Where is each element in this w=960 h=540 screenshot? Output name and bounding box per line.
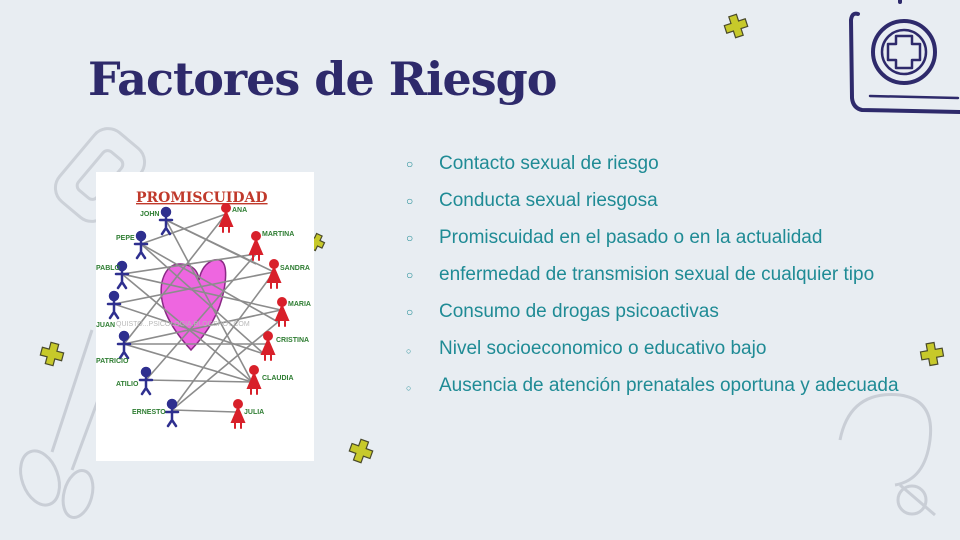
figure-claudia [246, 365, 262, 395]
figure-patricio [116, 330, 132, 360]
name-label: PEPE [116, 235, 135, 242]
list-item: ○ enfermedad de transmision sexual de cu… [406, 263, 936, 287]
medical-plus-icon [39, 13, 945, 464]
bullet-text: enfermedad de transmision sexual de cual… [439, 264, 875, 285]
bullet-marker: ○ [406, 194, 414, 208]
name-label: MARIA [288, 301, 311, 308]
list-item: ○ Nivel socioeconomico o educativo bajo [406, 337, 936, 361]
figure-ana [218, 203, 234, 233]
figure-martina [248, 231, 264, 261]
name-label: JUAN [96, 322, 115, 329]
figure-john [158, 206, 174, 236]
bullet-text: Contacto sexual de riesgo [439, 153, 659, 174]
name-label: CLAUDIA [262, 375, 294, 382]
list-item: ○ Consumo de drogas psicoactivas [406, 300, 936, 324]
name-label: JOHN [140, 211, 159, 218]
watermark: QUISTO...PSICOLOGIA.BLOGSPOT.COM [116, 321, 250, 328]
name-label: SANDRA [280, 265, 310, 272]
figure-ernesto [164, 398, 180, 428]
illustration-heading: PROMISCUIDAD [136, 190, 268, 206]
stethoscope-icon [838, 393, 936, 517]
figure-maria [274, 297, 290, 327]
figure-sandra [266, 259, 282, 289]
figure-cristina [260, 331, 276, 361]
bullet-marker: ○ [406, 231, 414, 245]
bullet-text: Promiscuidad en el pasado o en la actual… [439, 227, 823, 248]
promiscuity-illustration: PROMISCUIDAD [96, 172, 314, 461]
name-label: CRISTINA [276, 337, 309, 344]
name-label: PABLO [96, 265, 121, 272]
bullet-marker: ○ [406, 346, 412, 356]
figure-julia [230, 399, 246, 429]
name-label: ANA [232, 207, 247, 214]
name-label: JULIA [244, 409, 264, 416]
first-aid-kit-icon [849, 0, 960, 114]
list-item: ○ Contacto sexual de riesgo [406, 152, 936, 176]
page-title: Factores de Riesgo [88, 52, 557, 106]
list-item: ○ Conducta sexual riesgosa [406, 189, 936, 213]
bullet-marker: ○ [406, 157, 414, 171]
figure-juan [106, 290, 122, 320]
bullet-text: Conducta sexual riesgosa [439, 190, 658, 211]
bullet-text: Nivel socioeconomico o educativo bajo [439, 338, 767, 359]
risk-factors-list: ○ Contacto sexual de riesgo ○ Conducta s… [406, 152, 936, 398]
figure-atilio [138, 366, 154, 396]
bullet-text: Consumo de drogas psicoactivas [439, 301, 719, 322]
scissors-icon [19, 329, 100, 519]
name-label: ERNESTO [132, 409, 166, 416]
bullet-marker: ○ [406, 268, 414, 282]
name-label: PATRICIO [96, 358, 129, 365]
name-label: ATILIO [116, 381, 139, 388]
list-item: ○ Ausencia de atención prenatales oportu… [406, 374, 936, 398]
name-label: MARTINA [262, 231, 294, 238]
bullet-marker: ○ [406, 305, 414, 319]
figure-pablo [114, 260, 130, 290]
figure-pepe [133, 230, 149, 260]
list-item: ○ Promiscuidad en el pasado o en la actu… [406, 226, 936, 250]
bullet-text: Ausencia de atención prenatales oportuna… [439, 375, 899, 396]
bullet-marker: ○ [406, 383, 412, 393]
